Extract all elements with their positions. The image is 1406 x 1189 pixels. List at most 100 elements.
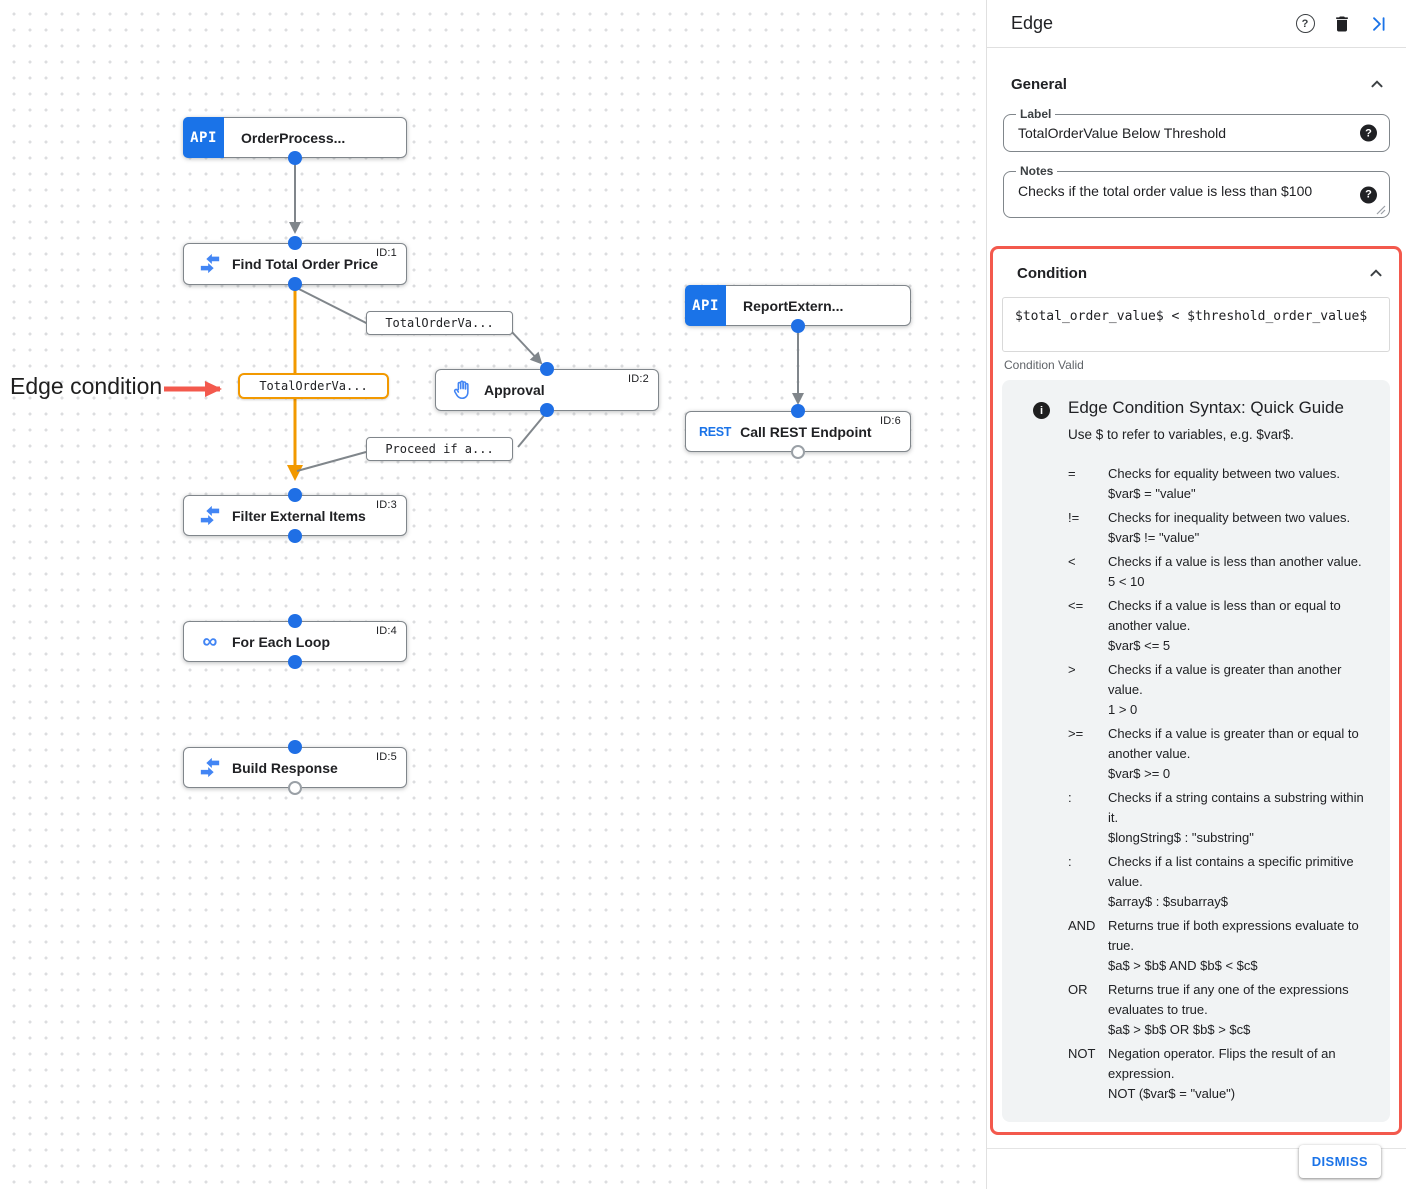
rule-example: $var$ != "value" xyxy=(1108,530,1200,545)
node-label: Find Total Order Price xyxy=(232,256,378,272)
edge-label-proceed[interactable]: Proceed if a... xyxy=(366,437,513,461)
connection-point[interactable] xyxy=(288,488,302,502)
rule-description: Returns true if both expressions evaluat… xyxy=(1108,918,1359,953)
rule-description: Checks if a value is greater than or equ… xyxy=(1108,726,1359,761)
guide-title: Edge Condition Syntax: Quick Guide xyxy=(1068,398,1344,417)
edge-endpoint[interactable] xyxy=(288,781,302,795)
label-input[interactable]: TotalOrderValue Below Threshold xyxy=(1018,125,1227,141)
edge-approval-to-filter-segment1[interactable] xyxy=(517,411,548,448)
help-button[interactable]: ? xyxy=(1294,13,1316,35)
rule-operator: NOT xyxy=(1068,1046,1096,1061)
resize-handle-icon[interactable] xyxy=(1376,205,1386,215)
rule-description: Returns true if any one of the expressio… xyxy=(1108,982,1349,1017)
guide-rule-row: >= Checks if a value is greater than or … xyxy=(1068,724,1372,784)
collapse-general-button[interactable] xyxy=(1366,73,1388,95)
connection-point[interactable] xyxy=(791,319,805,333)
notes-input[interactable]: Checks if the total order value is less … xyxy=(1018,183,1313,199)
rule-description: Checks for equality between two values. xyxy=(1108,466,1340,481)
condition-section-title: Condition xyxy=(1017,264,1087,282)
loop-icon: ∞ xyxy=(202,630,218,653)
node-id-badge: ID:1 xyxy=(376,247,397,259)
rule-operator: AND xyxy=(1068,918,1096,933)
delete-edge-button[interactable] xyxy=(1331,13,1353,35)
data-mapping-icon xyxy=(197,757,223,779)
rule-description: Checks if a value is less than or equal … xyxy=(1108,598,1341,633)
collapse-condition-button[interactable] xyxy=(1365,262,1387,284)
node-label: For Each Loop xyxy=(232,633,330,650)
workflow-canvas[interactable]: Edge condition API OrderProcess... Find … xyxy=(0,0,986,1189)
notes-help-icon[interactable]: ? xyxy=(1360,186,1377,203)
general-section: General Label TotalOrderValue Below Thre… xyxy=(1003,73,1390,218)
connection-point[interactable] xyxy=(288,277,302,291)
guide-rules-list: = Checks for equality between two values… xyxy=(1068,464,1372,1104)
rule-example: $var$ <= 5 xyxy=(1108,638,1171,653)
rule-body: Returns true if both expressions evaluat… xyxy=(1108,916,1372,976)
label-field-caption: Label xyxy=(1016,107,1056,121)
dismiss-button[interactable]: DISMISS xyxy=(1298,1145,1381,1178)
rule-operator: > xyxy=(1068,662,1076,677)
guide-rule-row: : Checks if a list contains a specific p… xyxy=(1068,852,1372,912)
notes-field: Notes Checks if the total order value is… xyxy=(1003,164,1390,218)
connection-point[interactable] xyxy=(540,362,554,376)
rule-body: Negation operator. Flips the result of a… xyxy=(1108,1044,1372,1104)
collapse-panel-icon xyxy=(1373,16,1385,31)
rule-description: Checks if a value is less than another v… xyxy=(1108,554,1362,569)
guide-rule-row: != Checks for inequality between two val… xyxy=(1068,508,1372,548)
guide-rule-row: > Checks if a value is greater than anot… xyxy=(1068,660,1372,720)
collapse-panel-button[interactable] xyxy=(1368,13,1390,35)
rule-example: 1 > 0 xyxy=(1108,702,1138,717)
annotation-edge-condition: Edge condition xyxy=(10,373,163,399)
api-icon-text: API xyxy=(692,297,719,314)
rule-body: Checks if a list contains a specific pri… xyxy=(1108,852,1372,912)
guide-rule-row: <= Checks if a value is less than or equ… xyxy=(1068,596,1372,656)
edge-label-total-order-selected[interactable]: TotalOrderVa... xyxy=(238,373,389,399)
connection-point[interactable] xyxy=(288,529,302,543)
connection-point[interactable] xyxy=(540,403,554,417)
edge-endpoint[interactable] xyxy=(791,445,805,459)
panel-title: Edge xyxy=(1011,13,1054,33)
node-order-process[interactable]: API OrderProcess... xyxy=(183,117,407,158)
rule-example: $a$ > $b$ OR $b$ > $c$ xyxy=(1108,1022,1251,1037)
connection-point[interactable] xyxy=(288,151,302,165)
node-label: Build Response xyxy=(232,759,338,776)
api-icon: API xyxy=(183,117,224,158)
rule-body: Checks for equality between two values. … xyxy=(1108,464,1372,504)
rule-description: Negation operator. Flips the result of a… xyxy=(1108,1046,1336,1081)
node-label: OrderProcess... xyxy=(241,129,346,146)
connection-point[interactable] xyxy=(288,740,302,754)
condition-expression-input[interactable]: $total_order_value$ < $threshold_order_v… xyxy=(1002,297,1390,352)
connection-point[interactable] xyxy=(288,614,302,628)
guide-rule-row: = Checks for equality between two values… xyxy=(1068,464,1372,504)
rule-example: NOT ($var$ = "value") xyxy=(1108,1086,1236,1101)
guide-rule-row: < Checks if a value is less than another… xyxy=(1068,552,1372,592)
connection-point[interactable] xyxy=(288,236,302,250)
node-label: ReportExtern... xyxy=(743,297,844,314)
label-help-icon[interactable]: ? xyxy=(1360,124,1377,142)
label-field: Label TotalOrderValue Below Threshold ? xyxy=(1003,107,1390,152)
rule-example: $var$ = "value" xyxy=(1108,486,1196,501)
node-id-badge: ID:3 xyxy=(376,499,397,511)
rule-description: Checks for inequality between two values… xyxy=(1108,510,1351,525)
edge-approval-to-filter-segment2[interactable] xyxy=(296,451,367,472)
edge-findtotal-to-approval-segment2[interactable] xyxy=(510,330,543,365)
rule-body: Checks if a value is less than or equal … xyxy=(1108,596,1372,656)
rule-description: Checks if a string contains a substring … xyxy=(1108,790,1364,825)
guide-rule-row: AND Returns true if both expressions eva… xyxy=(1068,916,1372,976)
general-section-title: General xyxy=(1011,75,1067,93)
edge-label-total-order-gray[interactable]: TotalOrderVa... xyxy=(366,311,513,335)
rule-example: $longString$ : "substring" xyxy=(1108,830,1254,845)
chevron-up-icon xyxy=(1371,80,1383,88)
guide-rule-row: : Checks if a string contains a substrin… xyxy=(1068,788,1372,848)
panel-header: Edge ? xyxy=(987,0,1406,48)
rule-example: $a$ > $b$ AND $b$ < $c$ xyxy=(1108,958,1258,973)
api-icon: API xyxy=(685,285,726,326)
rule-example: $array$ : $subarray$ xyxy=(1108,894,1228,909)
rule-operator: < xyxy=(1068,554,1076,569)
connection-point[interactable] xyxy=(791,404,805,418)
data-mapping-icon xyxy=(197,253,223,275)
node-label: Call REST Endpoint xyxy=(740,423,872,440)
node-id-badge: ID:6 xyxy=(880,415,901,427)
connection-point[interactable] xyxy=(288,655,302,669)
rest-icon: REST xyxy=(699,424,732,439)
edge-config-panel: Edge ? G xyxy=(986,0,1406,1189)
